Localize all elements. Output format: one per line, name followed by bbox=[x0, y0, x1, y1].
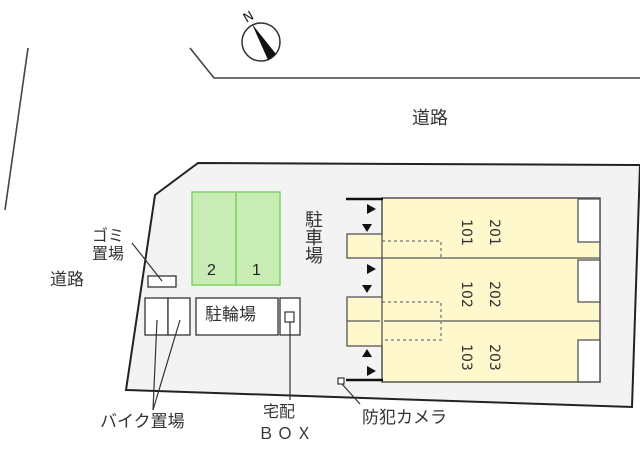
unit-203: 203 bbox=[486, 344, 502, 371]
parking-space-2-number: 2 bbox=[207, 262, 216, 279]
unit-202: 202 bbox=[486, 281, 502, 308]
parking-space-1-number: 1 bbox=[252, 262, 261, 279]
delivery-box-icon bbox=[284, 311, 295, 323]
unit-label-202-102: 202 102 bbox=[458, 270, 515, 310]
camera-leader-line bbox=[341, 383, 361, 405]
top-road-label: 道路 bbox=[412, 108, 448, 129]
unit-label-201-101: 201 101 bbox=[458, 208, 515, 248]
top-road-edge bbox=[189, 47, 640, 79]
motorcycle-space-b bbox=[167, 297, 191, 336]
left-road-edge bbox=[4, 47, 29, 211]
motorcycle-leader-a bbox=[152, 319, 158, 411]
arrow-down-icon bbox=[362, 285, 372, 293]
left-road-label: 道路 bbox=[50, 270, 84, 290]
unit-label-203-103: 203 103 bbox=[458, 333, 515, 373]
arrow-down-icon bbox=[362, 224, 372, 232]
motorcycle-leader-b bbox=[152, 319, 181, 411]
delivery-box-label-line1: 宅配 bbox=[263, 402, 296, 421]
bicycle-parking-label: 駐輪場 bbox=[205, 305, 256, 325]
delivery-box-label-line2: ＢＯＸ bbox=[258, 424, 316, 443]
unit-103: 103 bbox=[458, 344, 474, 371]
bicycle-parking-area bbox=[195, 297, 279, 336]
north-arrow-icon: N bbox=[241, 9, 281, 62]
parking-space-2 bbox=[191, 191, 237, 286]
building bbox=[346, 197, 601, 383]
unit-201: 201 bbox=[486, 219, 502, 246]
arrow-up-icon bbox=[362, 349, 372, 357]
parking-label: 駐車場 bbox=[302, 210, 323, 264]
parking-spaces bbox=[191, 191, 281, 286]
garbage-leader-line bbox=[131, 242, 163, 282]
arrow-right-icon bbox=[367, 264, 376, 274]
unit-102: 102 bbox=[458, 281, 474, 308]
unit-101: 101 bbox=[458, 219, 474, 246]
garbage-label-line2: 置場 bbox=[92, 244, 125, 263]
security-camera-icon bbox=[337, 377, 345, 385]
garbage-area bbox=[147, 275, 177, 288]
motorcycle-parking-label: バイク置場 bbox=[100, 412, 185, 432]
security-camera-label: 防犯カメラ bbox=[362, 408, 447, 428]
parking-space-1 bbox=[235, 191, 281, 286]
garbage-label-line1: ゴミ bbox=[92, 226, 125, 245]
arrow-right-icon bbox=[367, 204, 376, 214]
entrance-markers bbox=[346, 197, 383, 382]
arrow-right-icon bbox=[367, 366, 376, 376]
